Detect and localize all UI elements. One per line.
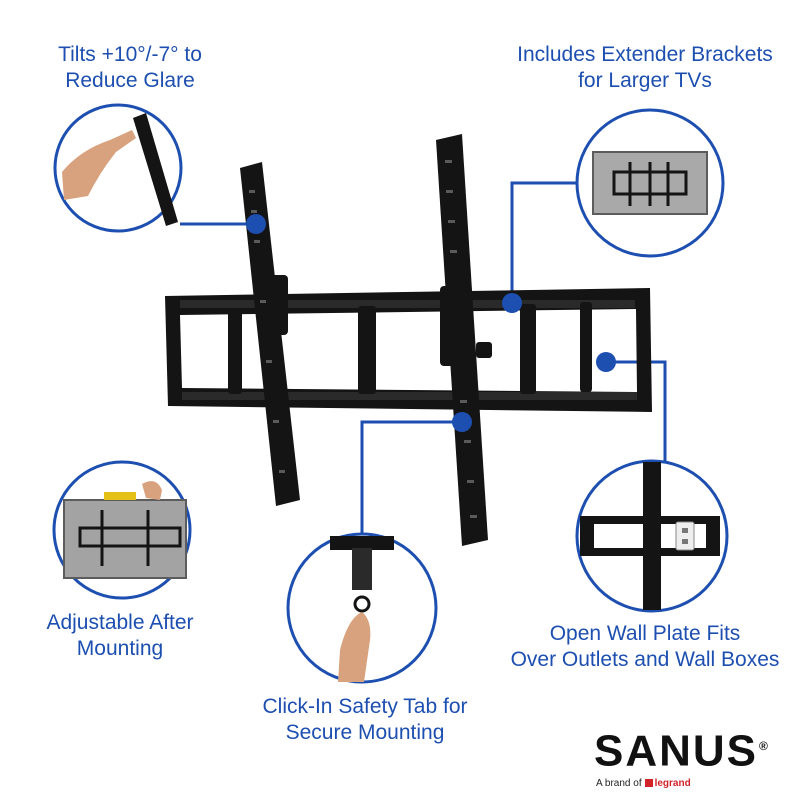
caption-line: Secure Mounting — [285, 721, 445, 744]
brand-tagline: A brand of legrand — [596, 778, 794, 789]
wall-plate-rung-far — [580, 302, 592, 392]
caption-line: Click-In Safety Tab for — [262, 695, 468, 718]
caption-line: Reduce Glare — [65, 69, 195, 92]
caption-extender: Includes Extender Brackets for Larger TV… — [490, 42, 800, 94]
callout-circle-adjustable — [52, 460, 192, 600]
caption-safety-tab: Click-In Safety Tab for Secure Mounting — [235, 694, 495, 746]
callout-dots — [246, 214, 616, 432]
callout-circle-wallplate — [575, 459, 729, 613]
wall-plate-rung-right — [520, 304, 536, 394]
parent-brand: legrand — [654, 777, 691, 789]
outlet-icon — [675, 521, 695, 551]
wall-plate-rung-mid — [358, 306, 376, 394]
caption-line: Adjustable After — [46, 611, 194, 634]
callout-dot-icon — [452, 412, 472, 432]
callout-connectors — [180, 181, 667, 540]
upright-holes — [249, 160, 477, 518]
legrand-logo-icon — [644, 779, 653, 788]
caption-line: Open Wall Plate Fits — [549, 622, 741, 645]
caption-line: Includes Extender Brackets — [517, 43, 773, 66]
knob-right — [476, 342, 492, 358]
connector-safety — [360, 420, 462, 540]
callout-circle-safety — [286, 532, 438, 684]
callout-dot-icon — [246, 214, 266, 234]
pull-ring-icon — [353, 595, 371, 613]
extender-bracket-icon — [612, 162, 688, 206]
callout-dot-icon — [502, 293, 522, 313]
tilt-bracket-icon — [133, 113, 178, 226]
level-icon — [104, 492, 136, 500]
upright-closeup-icon — [643, 462, 661, 610]
wall-plate-rung-left — [228, 308, 242, 394]
hand-icon — [62, 130, 136, 200]
safety-bracket-icon — [330, 536, 394, 550]
caption-tilt: Tilts +10°/-7° to Reduce Glare — [20, 42, 240, 94]
caption-adjustable: Adjustable After Mounting — [20, 610, 220, 662]
hinge-right — [440, 286, 470, 366]
registered-mark: ® — [759, 739, 770, 753]
hinge-left — [262, 275, 288, 335]
callout-dot-icon — [596, 352, 616, 372]
wall-plate-rail-top — [180, 300, 635, 308]
callout-circle-extender — [575, 108, 725, 258]
caption-wall-plate: Open Wall Plate Fits Over Outlets and Wa… — [490, 621, 800, 673]
tv-mount — [165, 134, 652, 546]
hand-icon — [338, 612, 371, 682]
adjust-bracket-icon — [78, 510, 182, 566]
brand-logo: SANUS® A brand of legrand — [594, 722, 794, 789]
brand-wordmark: SANUS® — [594, 722, 794, 776]
caption-line: Mounting — [76, 637, 164, 660]
caption-line: Over Outlets and Wall Boxes — [510, 648, 780, 671]
brand-name: SANUS — [594, 726, 759, 776]
connector-extender — [510, 181, 577, 303]
callout-circle-tilt — [53, 103, 183, 233]
caption-line: for Larger TVs — [578, 69, 712, 92]
wall-plate-rail-bottom — [182, 392, 637, 400]
adjust-tv-icon — [63, 499, 187, 579]
brand-tagline-text: A brand of — [596, 777, 642, 789]
caption-line: Tilts +10°/-7° to — [58, 43, 202, 66]
connector-wallplate — [606, 360, 667, 475]
hand-icon — [142, 481, 162, 500]
